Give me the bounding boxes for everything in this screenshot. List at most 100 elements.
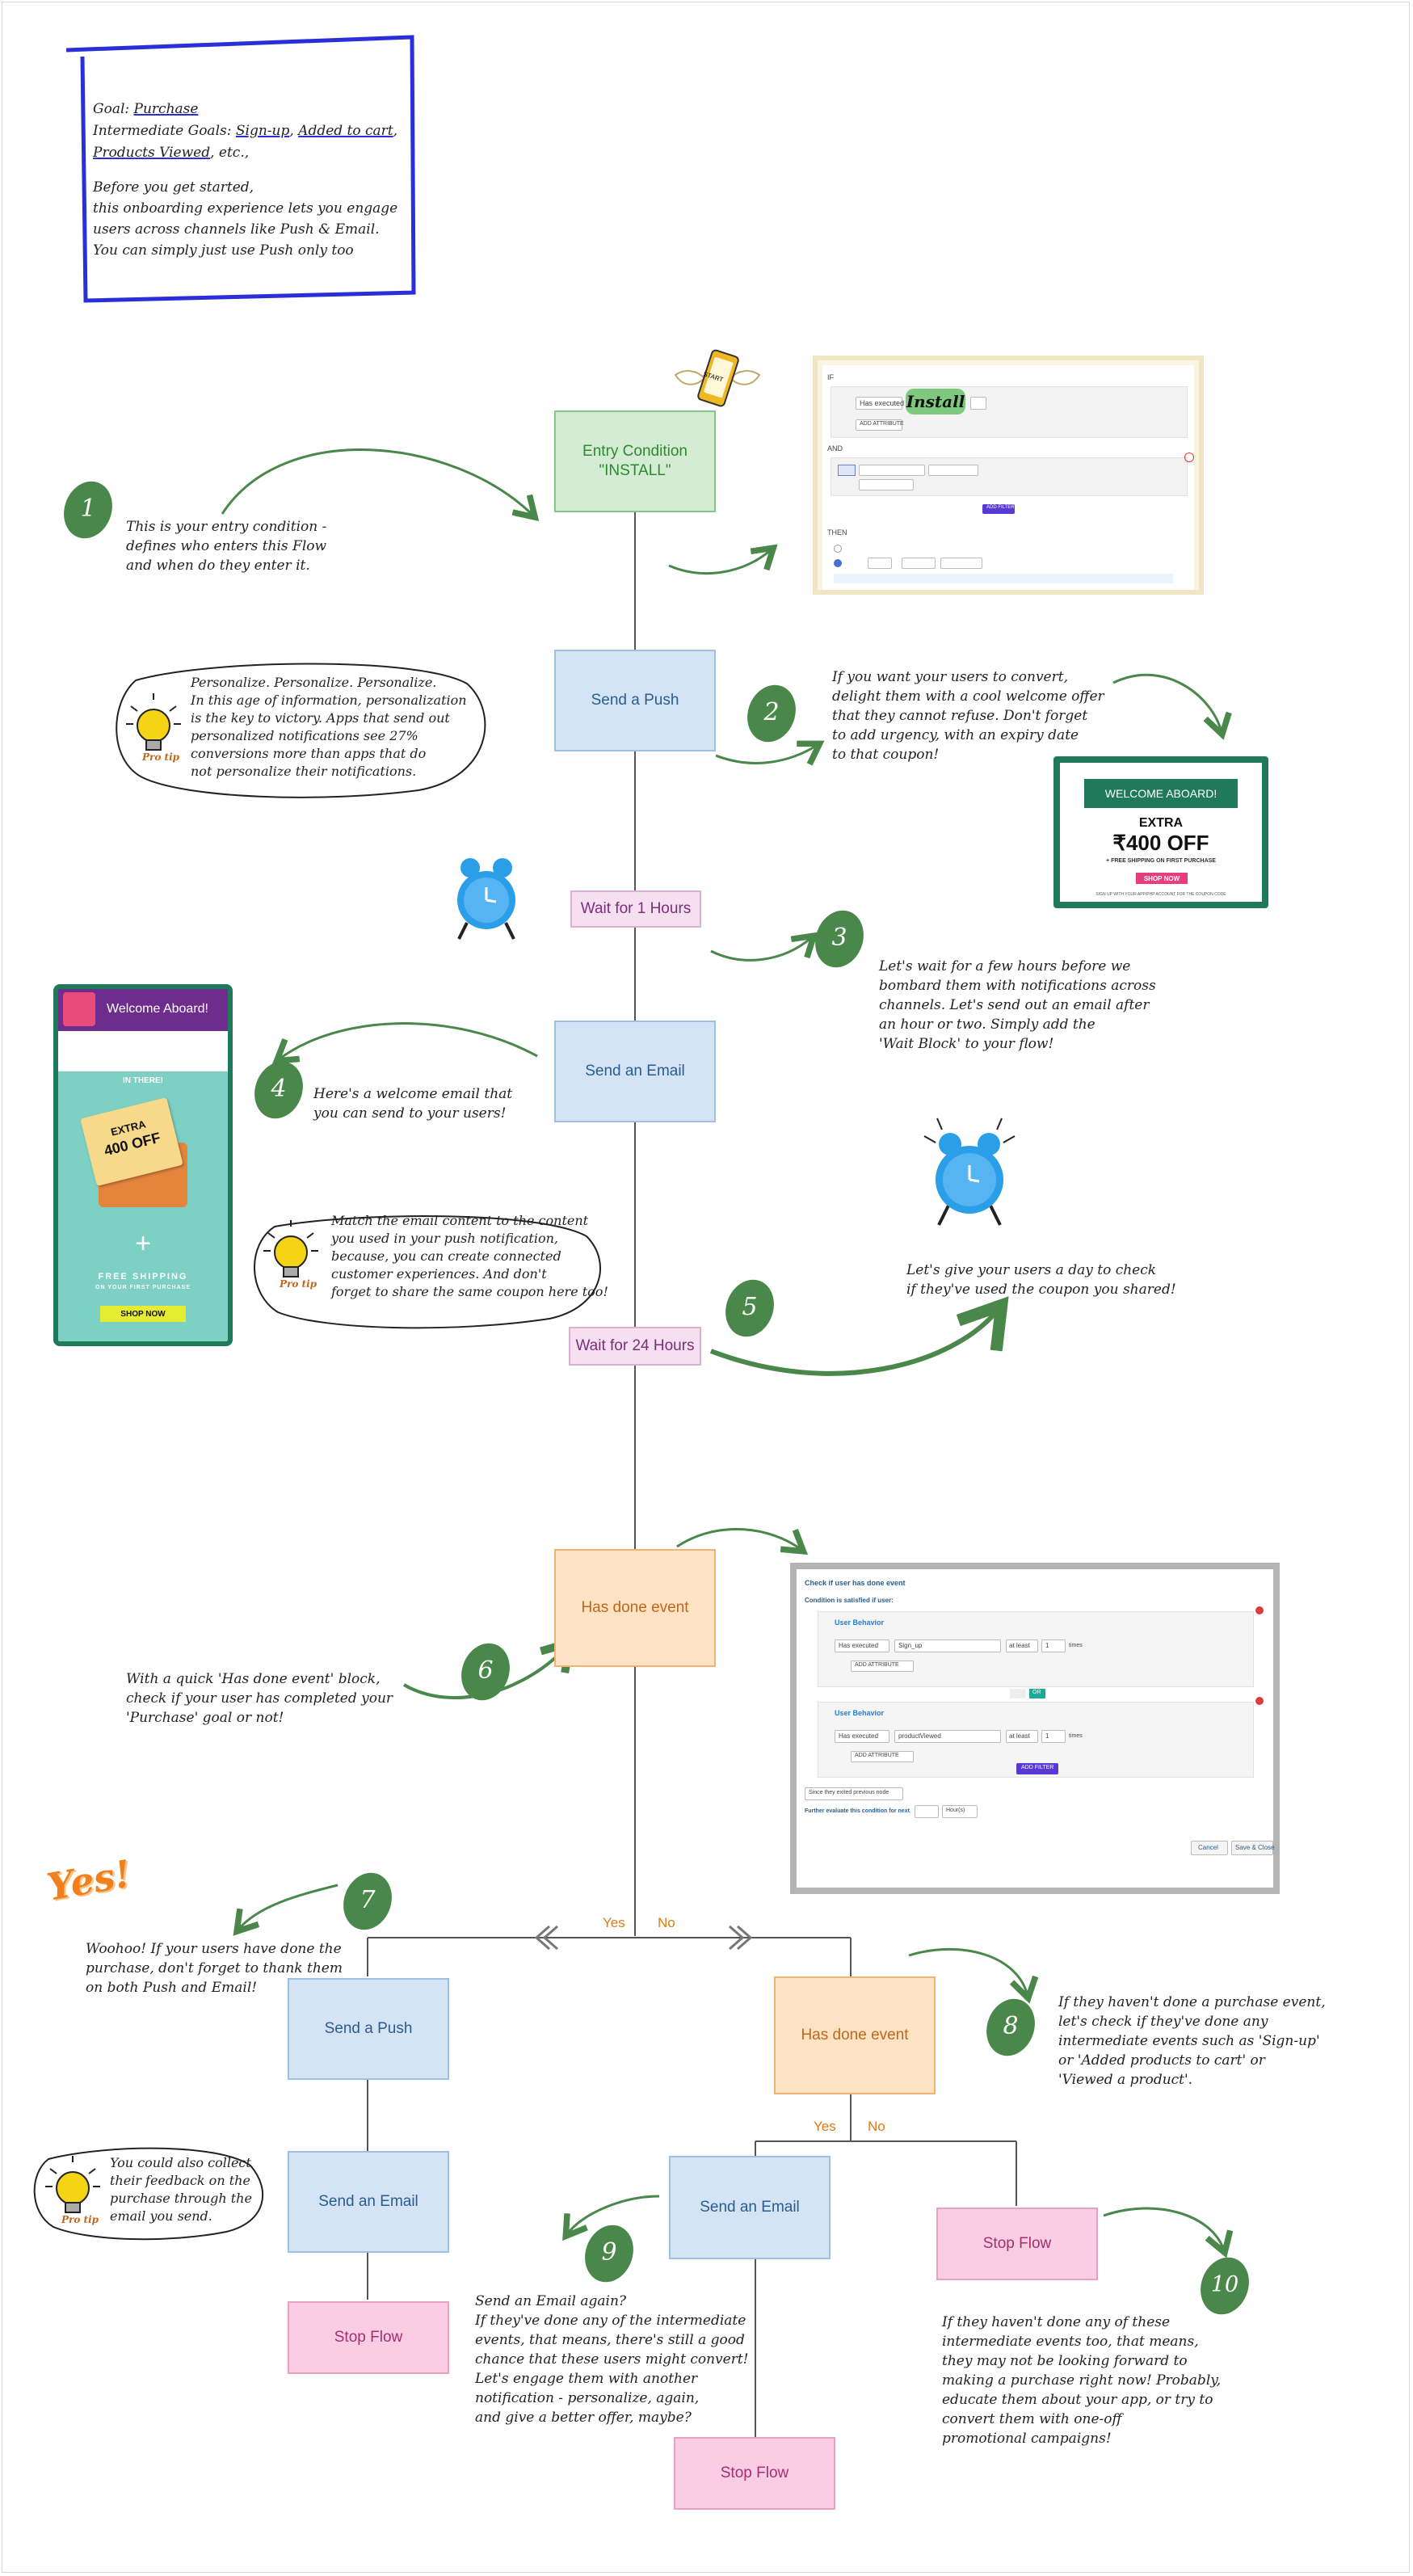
entry-and-dropdown-1[interactable] [859, 465, 925, 476]
event-shot-save-label: Save & Close [1235, 1844, 1275, 1851]
event-shot-atleast-2-label: at least [1009, 1732, 1030, 1740]
entry-and-toggle[interactable] [838, 465, 856, 476]
event-shot-save-button[interactable]: Save & Close [1231, 1841, 1275, 1855]
entry-then-radio-2[interactable] [834, 559, 842, 567]
step-badge-9: 9 [584, 2224, 634, 2283]
send-email-node-1[interactable]: Send an Email [554, 1021, 716, 1122]
entry-event-highlight[interactable]: Install [906, 389, 965, 415]
entry-then-radio-1[interactable] [834, 545, 842, 553]
event-shot-since-dropdown[interactable]: Since they exited previous node [805, 1787, 903, 1800]
event-shot-block-1: User Behavior Has executed Sign_up at le… [818, 1611, 1254, 1687]
entry-and-attribute-button[interactable] [859, 479, 914, 490]
note-step-3: Let's wait for a few hours before we bom… [879, 958, 1156, 1052]
entry-add-filter-button[interactable]: ADD FILTER [982, 504, 1015, 514]
note-step-6: With a quick 'Has done event' block, che… [126, 1671, 393, 1726]
intermediate-goals-label: Intermediate Goals: [93, 123, 232, 139]
stop-flow-node-3[interactable]: Stop Flow [674, 2437, 835, 2510]
step-badge-8-shape [986, 1998, 1035, 2056]
has-done-event-node-2[interactable]: Has done event [774, 1976, 936, 2094]
main-trunk [367, 512, 1017, 2437]
event-shot-event-2-label: productViewed [898, 1732, 941, 1740]
branch-chevrons [534, 1925, 753, 1951]
event-shot-executed-1[interactable]: Has executed [835, 1639, 889, 1652]
event-shot-remove-1[interactable] [1255, 1606, 1264, 1614]
event-shot-cancel-label: Cancel [1198, 1844, 1218, 1851]
lightbulb-icon-2: Pro tip [259, 1219, 323, 1291]
event-shot-atleast-1[interactable]: at least [1006, 1639, 1038, 1652]
event-shot-event-2[interactable]: productViewed [894, 1730, 1001, 1743]
entry-condition-screenshot: IF Has executed Install ADD ATTRIBUTE AN… [813, 356, 1204, 595]
event-shot-atleast-2[interactable]: at least [1006, 1730, 1038, 1743]
email-preview-title: Welcome Aboard! [107, 1002, 208, 1016]
event-shot-remove-2[interactable] [1255, 1697, 1264, 1705]
event-shot-and-toggle[interactable] [1010, 1689, 1026, 1698]
step-badge-10: 10 [1200, 2256, 1250, 2316]
stop-flow-node-2[interactable]: Stop Flow [936, 2208, 1098, 2280]
pro-tip-text-1: Personalize. Personalize. Personalize. I… [191, 675, 467, 779]
push-preview-extra: EXTRA [1138, 816, 1184, 830]
event-shot-atleast-1-label: at least [1009, 1642, 1030, 1649]
note-step-2: If you want your users to convert, delig… [832, 669, 1104, 763]
push-preview-banner: WELCOME ABOARD! [1084, 779, 1238, 808]
event-shot-attribute-1[interactable]: ADD ATTRIBUTE [851, 1661, 914, 1672]
event-shot-attribute-2[interactable]: ADD ATTRIBUTE [851, 1751, 914, 1762]
note-step-10: If they haven't done any of these interm… [942, 2314, 1222, 2447]
event-shot-behavior-2: User Behavior [835, 1709, 885, 1717]
entry-and-label: AND [827, 444, 843, 452]
note-step-4: Here's a welcome email that you can send… [313, 1086, 513, 1122]
send-push-node-2[interactable]: Send a Push [288, 1978, 449, 2080]
email-preview-in-there: IN THERE! [123, 1076, 163, 1085]
step-badge-7-shape [343, 1872, 392, 1930]
pro-tip-text-2: Match the email content to the content y… [331, 1213, 608, 1299]
entry-condition-dropdown[interactable]: Has executed [856, 397, 905, 410]
goal-added-to-cart: Added to cart [298, 123, 393, 139]
lightbulb-icon-3: Pro tip [40, 2154, 105, 2227]
entry-event-clear[interactable] [970, 397, 986, 410]
send-push-node-1[interactable]: Send a Push [554, 650, 716, 751]
send-email-node-2[interactable]: Send an Email [288, 2151, 449, 2253]
event-shot-further-input[interactable] [915, 1805, 939, 1818]
step-badge-2-shape [747, 684, 796, 743]
lightbulb-icon-3-shape [45, 2156, 100, 2213]
wait-24-hours-node[interactable]: Wait for 24 Hours [569, 1327, 701, 1366]
entry-then-unit[interactable] [902, 558, 936, 569]
event-shot-count-1[interactable]: 1 [1041, 1639, 1066, 1652]
event-shot-or-toggle[interactable]: OR [1029, 1689, 1045, 1698]
branch-yes-2: Yes [814, 2119, 836, 2134]
wait-1-hour-node[interactable]: Wait for 1 Hours [570, 890, 701, 928]
pro-tip-text-3: You could also collect their feedback on… [110, 2155, 252, 2224]
event-shot-executed-2[interactable]: Has executed [835, 1730, 889, 1743]
entry-then-label: THEN [827, 528, 847, 537]
event-shot-add-filter-button[interactable]: ADD FILTER [1016, 1763, 1058, 1774]
email-preview-shipping-1: FREE SHIPPING [98, 1272, 188, 1282]
has-done-event-node-1[interactable]: Has done event [554, 1549, 716, 1667]
send-email-node-3[interactable]: Send an Email [669, 2156, 831, 2259]
alarm-clock-icon-2 [923, 1118, 1016, 1226]
entry-screenshot-panel: IF Has executed Install ADD ATTRIBUTE AN… [822, 365, 1194, 590]
entry-remove-icon[interactable] [1184, 452, 1194, 462]
event-shot-hours-dropdown[interactable]: Hour(s) [942, 1805, 978, 1818]
entry-condition-node[interactable]: Entry Condition "INSTALL" [554, 410, 716, 512]
entry-condition-value: Has executed [860, 399, 905, 407]
event-shot-count-2[interactable]: 1 [1041, 1730, 1066, 1743]
stop-flow-node-1[interactable]: Stop Flow [288, 2301, 449, 2374]
branch-no-2: No [868, 2119, 885, 2134]
push-preview-footer: SIGN UP WITH YOUR APP/PHP ACCOUNT FOR TH… [1095, 892, 1226, 897]
entry-then-info-bar [834, 574, 1173, 583]
step-number-1: 1 [80, 495, 96, 523]
entry-add-attribute-button[interactable]: ADD ATTRIBUTE [856, 419, 904, 431]
entry-and-dropdown-2[interactable] [928, 465, 978, 476]
yes-sticker: Yes! [44, 1851, 134, 1918]
email-preview-nav [58, 1031, 228, 1071]
email-preview-shop-now[interactable]: SHOP NOW [100, 1306, 186, 1322]
entry-then-after[interactable] [940, 558, 982, 569]
entry-then-count[interactable] [868, 558, 892, 569]
event-shot-event-1[interactable]: Sign_up [894, 1639, 1001, 1652]
push-preview-shop-now[interactable]: SHOP NOW [1136, 873, 1188, 884]
start-sticker: START [669, 346, 766, 419]
event-shot-cancel-button[interactable]: Cancel [1191, 1841, 1228, 1855]
goal-box-text: Goal: Purchase Intermediate Goals: Sign-… [93, 99, 397, 261]
email-preview-plus: + [135, 1228, 151, 1259]
note-step-5: Let's give your users a day to check if … [906, 1262, 1176, 1298]
